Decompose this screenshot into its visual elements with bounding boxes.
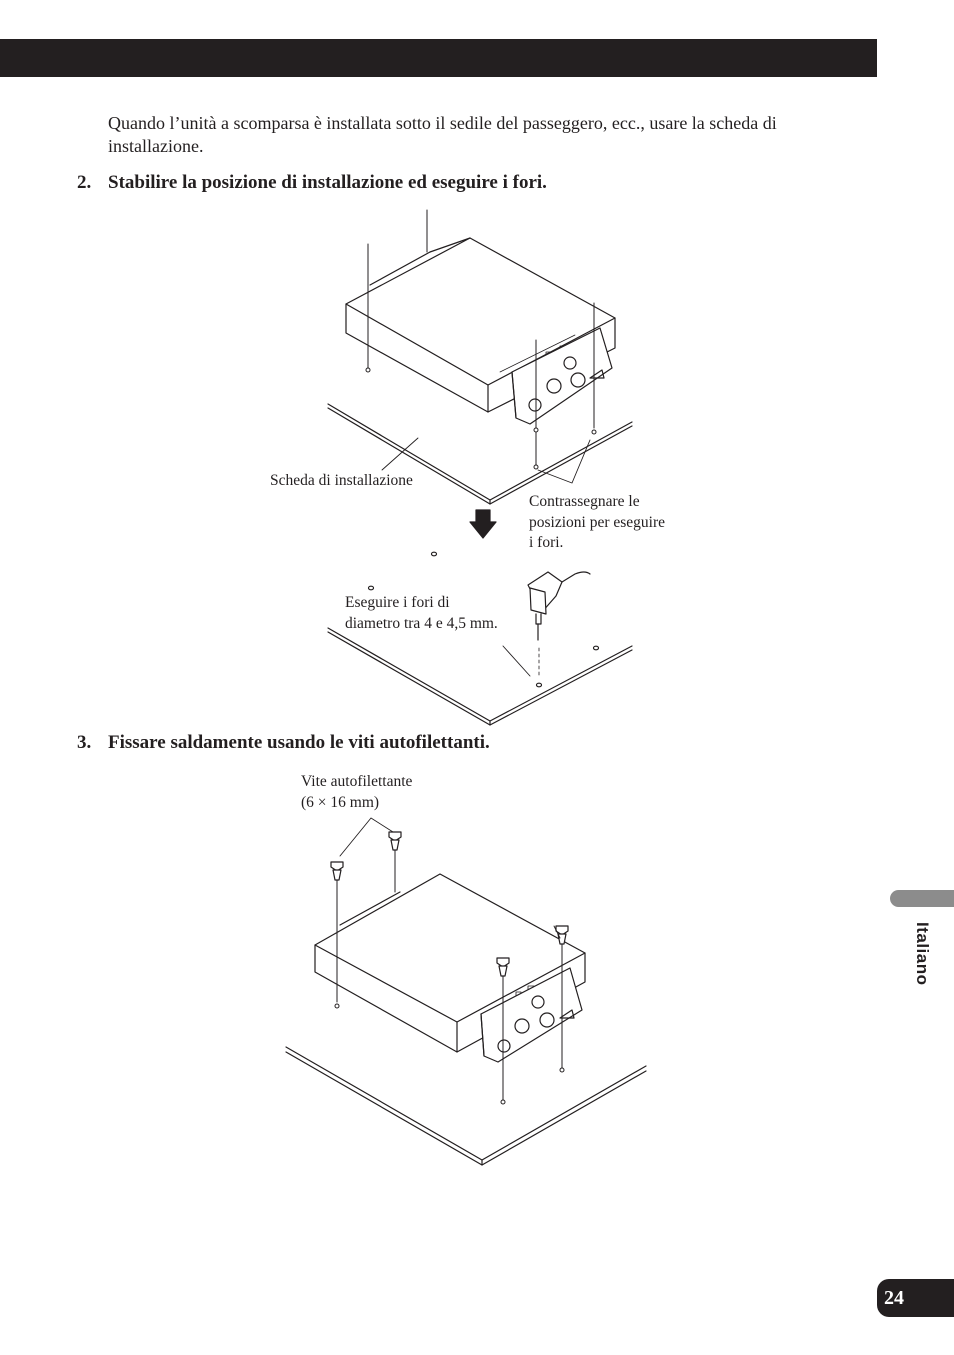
installation-board-bottom [328, 628, 632, 725]
step-number: 2. [77, 172, 92, 193]
language-label: Italiano [913, 922, 932, 986]
step-3-heading: 3. Fissare saldamente usando le viti auto… [77, 732, 490, 754]
drill-holes-label: Eseguire i fori di diametro tra 4 e 4,5 … [345, 593, 498, 634]
page-number: 24 [877, 1279, 954, 1317]
mounting-bracket [481, 968, 582, 1062]
illustration-unit-on-board [0, 200, 954, 730]
step-text: Stabilire la posizione di installazione … [108, 172, 547, 193]
mark-label-line-2: posizioni per eseguire [529, 513, 666, 531]
language-tab-marker [890, 890, 954, 907]
position-guides [366, 210, 596, 469]
down-arrow-icon [470, 510, 496, 538]
illustration-unit-screwed [0, 760, 954, 1180]
intro-paragraph: Quando l’unità a scomparsa è installata … [108, 113, 777, 156]
header-bar [0, 39, 877, 77]
screw-guides [335, 848, 564, 1104]
mark-label-line-1: Contrassegnare le [529, 493, 640, 510]
installation-board [286, 1047, 646, 1165]
mounting-bracket [512, 328, 612, 424]
screw-label-line-2: (6 × 16 mm) [301, 793, 380, 811]
drill-icon [528, 572, 590, 676]
step-2-heading: 2. Stabilire la posizione di installazion… [77, 172, 547, 194]
mark-label-line-3: i fori. [529, 534, 564, 551]
mark-positions-label: Contrassegnare le posizioni per eseguire… [529, 492, 665, 554]
board-label: Scheda di installazione [270, 472, 413, 489]
figure-mark-and-drill: Scheda di installazione Contrassegnare l… [0, 200, 954, 730]
step-number: 3. [77, 732, 92, 753]
drill-label-line-1: Eseguire i fori di [345, 594, 450, 611]
screw-label: Vite autofilettante (6 × 16 mm) [301, 772, 412, 813]
drill-label-line-2: diametro tra 4 e 4,5 mm. [345, 614, 498, 632]
screw-icon [331, 832, 568, 976]
step-text: Fissare saldamente usando le viti autofi… [108, 732, 490, 753]
screw-label-line-1: Vite autofilettante [301, 773, 413, 790]
figure-fix-screws: Vite autofilettante (6 × 16 mm) [0, 760, 954, 1180]
